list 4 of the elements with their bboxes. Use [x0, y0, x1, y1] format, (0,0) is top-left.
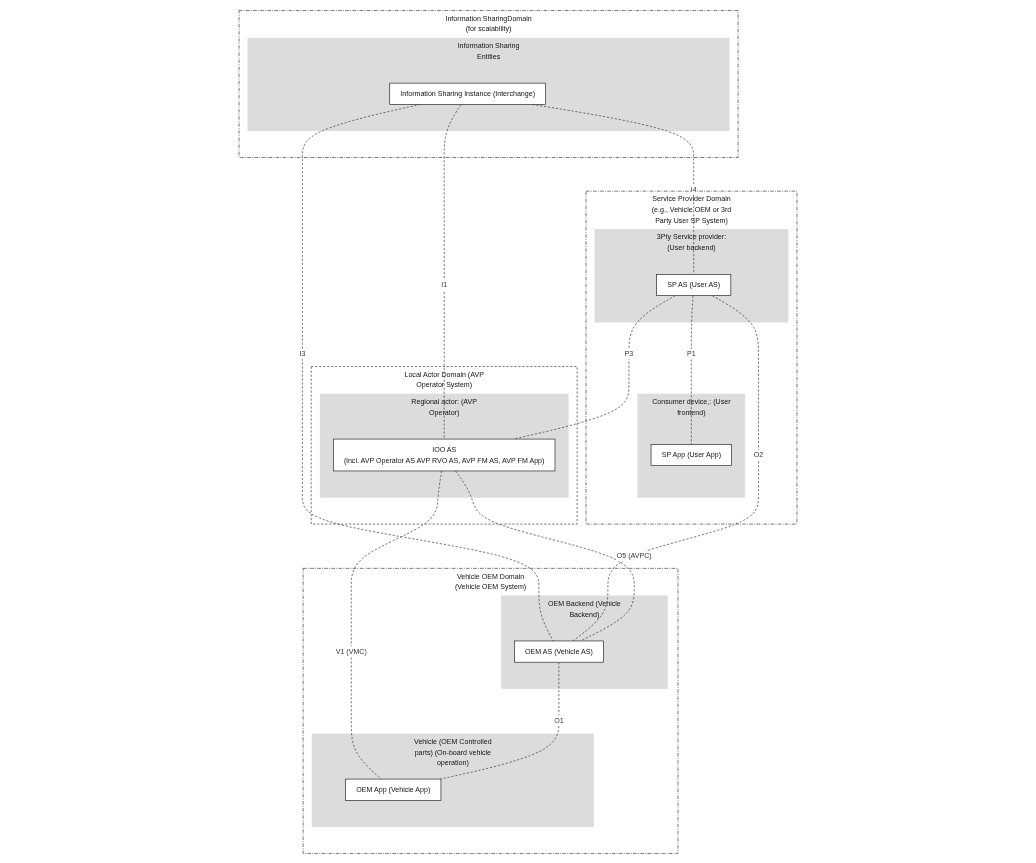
connector	[350, 470, 442, 779]
connector	[443, 103, 462, 439]
connector	[691, 294, 694, 445]
connector	[440, 661, 560, 779]
